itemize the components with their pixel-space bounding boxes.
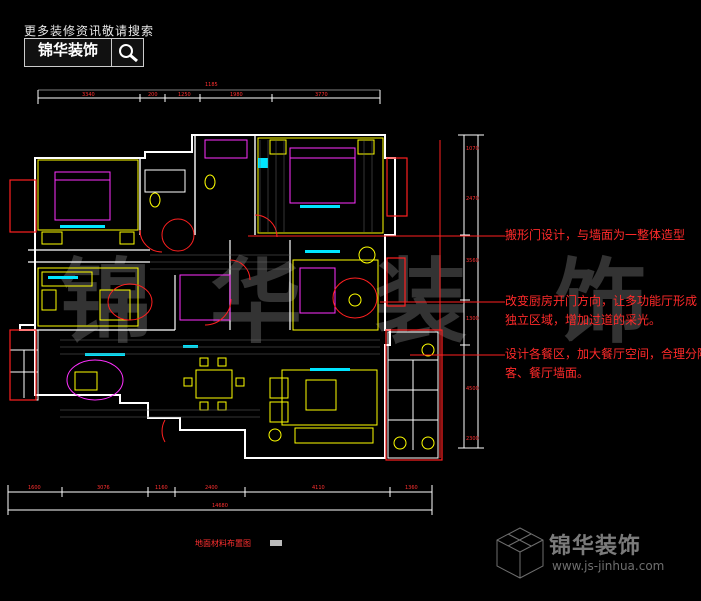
door-swings bbox=[107, 214, 378, 443]
svg-text:1250: 1250 bbox=[178, 92, 191, 98]
watermark-char-4: 饰 bbox=[555, 249, 648, 356]
svg-text:3560: 3560 bbox=[466, 258, 479, 264]
right-dimension-values: 1070 2470 3560 1300 4500 2300 bbox=[466, 146, 479, 442]
note-5: 客、餐厅墙面。 bbox=[505, 366, 590, 380]
bottom-dimension-values: 1600 3076 1160 2400 4110 1360 14680 bbox=[28, 485, 418, 509]
svg-text:4500: 4500 bbox=[466, 386, 479, 392]
balcony-left bbox=[9, 329, 39, 401]
bedroom-left bbox=[37, 159, 139, 245]
svg-text:200: 200 bbox=[148, 92, 158, 98]
room-labels bbox=[48, 158, 350, 371]
plan-title-mark bbox=[270, 540, 282, 546]
svg-text:1160: 1160 bbox=[155, 485, 168, 491]
svg-text:2300: 2300 bbox=[466, 436, 479, 442]
lounge-chair bbox=[66, 359, 124, 401]
svg-text:1185: 1185 bbox=[205, 82, 218, 88]
living-room bbox=[268, 369, 378, 444]
header-search-box[interactable]: 锦华装饰 bbox=[24, 38, 144, 67]
right-dimension-line bbox=[458, 134, 484, 449]
svg-text:1360: 1360 bbox=[405, 485, 418, 491]
watermark-char-2: 华 bbox=[210, 249, 303, 356]
note-3: 独立区域，增加过道的采光。 bbox=[505, 313, 662, 327]
watermark-logo-text: 锦华装饰 bbox=[549, 534, 642, 559]
svg-text:1980: 1980 bbox=[230, 92, 243, 98]
svg-text:1070: 1070 bbox=[466, 146, 479, 152]
magnifier-icon[interactable] bbox=[112, 39, 143, 66]
svg-text:3770: 3770 bbox=[315, 92, 328, 98]
watermark-char-1: 锦 bbox=[60, 249, 153, 356]
balcony-right bbox=[387, 331, 439, 459]
floor-hatch bbox=[60, 140, 380, 418]
kitchen bbox=[37, 267, 139, 327]
bathroom bbox=[144, 139, 248, 208]
svg-text:3340: 3340 bbox=[82, 92, 95, 98]
watermark-url: www.js-jinhua.com bbox=[552, 559, 665, 573]
study-room bbox=[179, 246, 379, 331]
brand-cube-logo bbox=[496, 527, 544, 579]
top-dimension-line bbox=[37, 89, 381, 104]
dining-table bbox=[183, 357, 245, 411]
note-1: 搬形门设计，与墙面为一整体造型 bbox=[505, 228, 686, 242]
bottom-dimension-line bbox=[7, 485, 433, 515]
svg-text:2400: 2400 bbox=[205, 485, 218, 491]
callout-leaders bbox=[248, 140, 505, 458]
plan-title: 地面材料布置图 bbox=[195, 539, 251, 548]
note-4: 设计各餐区，加大餐厅空间，合理分隔 bbox=[505, 347, 701, 361]
svg-text:2470: 2470 bbox=[466, 196, 479, 202]
magnifier-svg bbox=[118, 43, 138, 62]
bay-windows bbox=[9, 157, 443, 461]
svg-text:1300: 1300 bbox=[466, 316, 479, 322]
bedroom-right bbox=[257, 137, 384, 234]
svg-text:14680: 14680 bbox=[212, 503, 228, 509]
svg-text:4110: 4110 bbox=[312, 485, 325, 491]
svg-text:3076: 3076 bbox=[97, 485, 110, 491]
header-brand: 锦华装饰 bbox=[25, 39, 112, 66]
header-tagline: 更多装修资讯敬请搜索 bbox=[24, 24, 155, 38]
note-2: 改变厨房开门方向，让多功能厅形成 bbox=[505, 294, 698, 308]
svg-text:1600: 1600 bbox=[28, 485, 41, 491]
top-dimension-values: 1185 3340 200 1250 1980 3770 bbox=[82, 82, 328, 98]
